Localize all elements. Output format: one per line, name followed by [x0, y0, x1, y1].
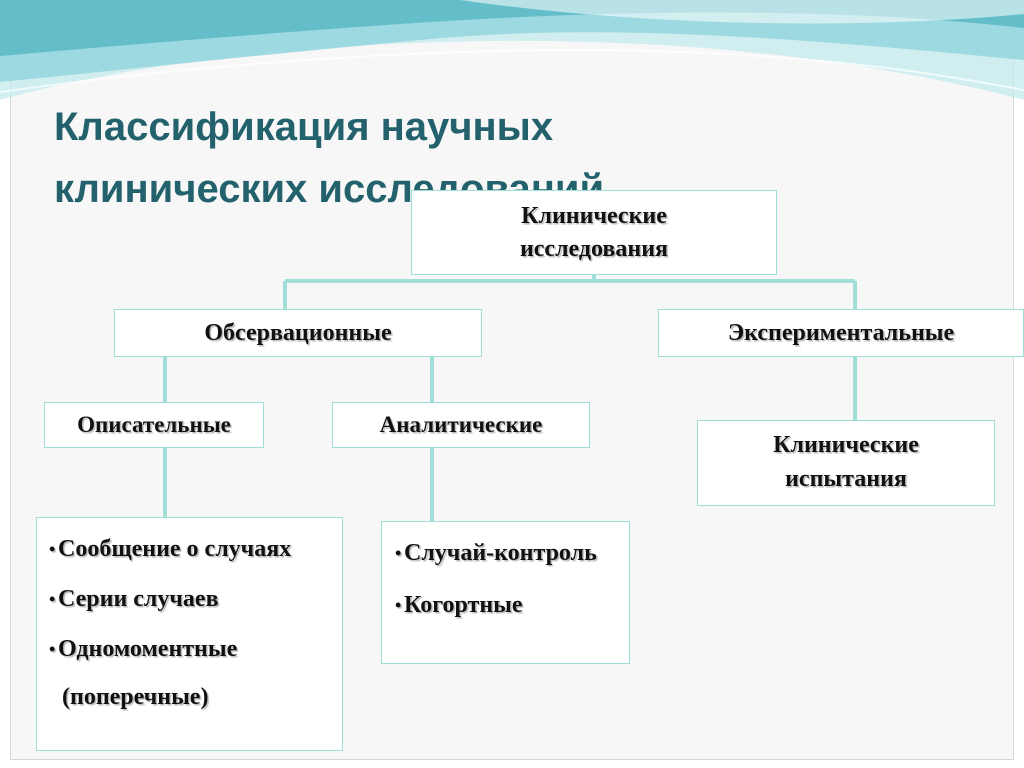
- list-item-text: Одномоментные: [58, 636, 238, 662]
- node-observational: Обсервационные: [114, 309, 482, 357]
- list-item: Случай-контроль: [395, 536, 623, 570]
- wave-highlight: [460, 0, 1024, 24]
- node-descriptive-label: Описательные: [77, 412, 231, 437]
- analytical-types-list: Случай-контроль Когортные: [381, 521, 630, 664]
- node-clinical-trials-line2: испытания: [785, 466, 907, 492]
- node-experimental: Экспериментальные: [658, 309, 1024, 357]
- node-analytical: Аналитические: [332, 402, 590, 448]
- header-wave-decoration: [0, 0, 1024, 100]
- descriptive-types-list: Сообщение о случаях Серии случаев Одномо…: [36, 517, 343, 751]
- node-clinical-trials-line1: Клинические: [773, 432, 919, 459]
- node-experimental-label: Экспериментальные: [727, 319, 955, 346]
- list-item-text: Случай-контроль: [404, 540, 597, 566]
- node-descriptive: Описательные: [44, 402, 264, 448]
- list-item-continuation: (поперечные): [62, 684, 209, 710]
- list-item-text: Когортные: [404, 592, 523, 618]
- node-observational-label: Обсервационные: [204, 319, 392, 346]
- list-item: Серии случаев: [49, 582, 336, 616]
- node-clinical-trials: Клинические испытания: [697, 420, 995, 506]
- node-clinical-studies-line2: исследования: [519, 235, 669, 262]
- list-item: Сообщение о случаях: [49, 532, 336, 566]
- node-analytical-label: Аналитические: [379, 412, 543, 437]
- list-item: Когортные: [395, 588, 623, 622]
- wave-line: [0, 49, 1024, 93]
- list-item-text: Серии случаев: [58, 586, 219, 612]
- list-item: Одномоментные (поперечные): [49, 632, 336, 714]
- wave-dark: [0, 0, 1024, 56]
- list-item-text: Сообщение о случаях: [58, 536, 292, 562]
- node-clinical-studies: Клинические исследования: [411, 190, 777, 275]
- slide-title: Классификация научных клинических исслед…: [54, 105, 605, 211]
- node-clinical-studies-line1: Клинические: [521, 203, 667, 230]
